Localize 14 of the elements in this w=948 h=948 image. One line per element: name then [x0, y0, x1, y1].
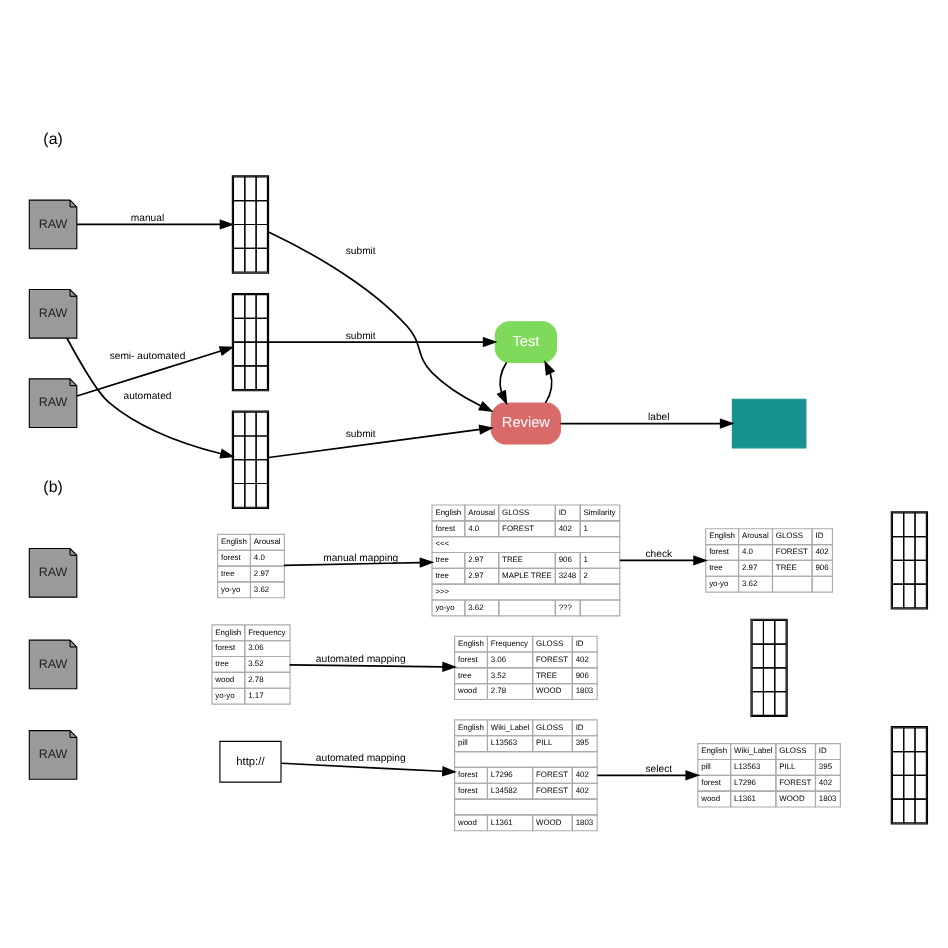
arrow: [267, 230, 493, 411]
arrow: [75, 345, 234, 396]
arrow: [282, 556, 434, 567]
arrow: [495, 360, 507, 405]
arrow: [279, 761, 456, 776]
node-box: [730, 397, 806, 448]
arrow: [287, 660, 457, 671]
arrow: [595, 769, 700, 780]
arrow: [543, 359, 555, 403]
arrow: [266, 423, 493, 458]
arrow: [618, 554, 707, 565]
arrow: [266, 335, 497, 347]
arrow: [558, 417, 734, 428]
arrow: [75, 218, 234, 229]
